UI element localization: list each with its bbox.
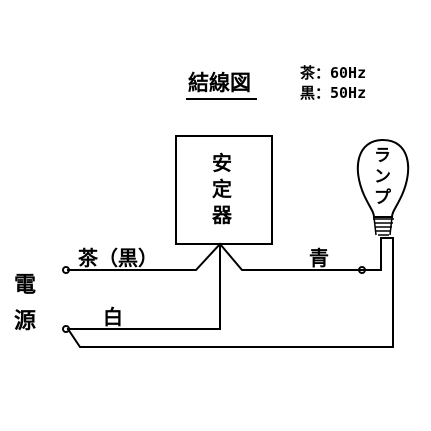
power-char-1: 電 (14, 273, 36, 298)
diagram-title: 結線図 (188, 71, 251, 95)
wire-lamp-tap (363, 237, 382, 271)
ballast-char-1: 安 (212, 151, 232, 175)
wire-white (67, 243, 221, 330)
lamp-char-1: ラ (374, 146, 391, 166)
lamp-char-3: プ (374, 187, 392, 208)
wire-label-brown-black: 茶（黒） (78, 246, 158, 270)
ballast-char-2: 定 (212, 177, 232, 201)
power-char-2: 源 (14, 309, 36, 334)
lamp-char-2: ン (374, 167, 391, 187)
ballast-box (175, 135, 273, 245)
wire-return (66, 237, 394, 348)
lamp-terminal (358, 266, 366, 274)
power-terminal-upper (62, 266, 70, 274)
ballast-char-3: 器 (211, 203, 233, 227)
wire-label-white: 白 (103, 305, 123, 329)
wire-blue (218, 242, 363, 271)
lamp-base (373, 216, 394, 239)
legend-50hz: 黒：50Hz (300, 84, 366, 102)
wire-label-blue: 青 (309, 246, 329, 270)
lamp-bulb (356, 138, 410, 218)
power-terminal-lower (62, 325, 70, 333)
legend-60hz: 茶：60Hz (300, 64, 366, 82)
wire-brown-black (67, 242, 222, 271)
